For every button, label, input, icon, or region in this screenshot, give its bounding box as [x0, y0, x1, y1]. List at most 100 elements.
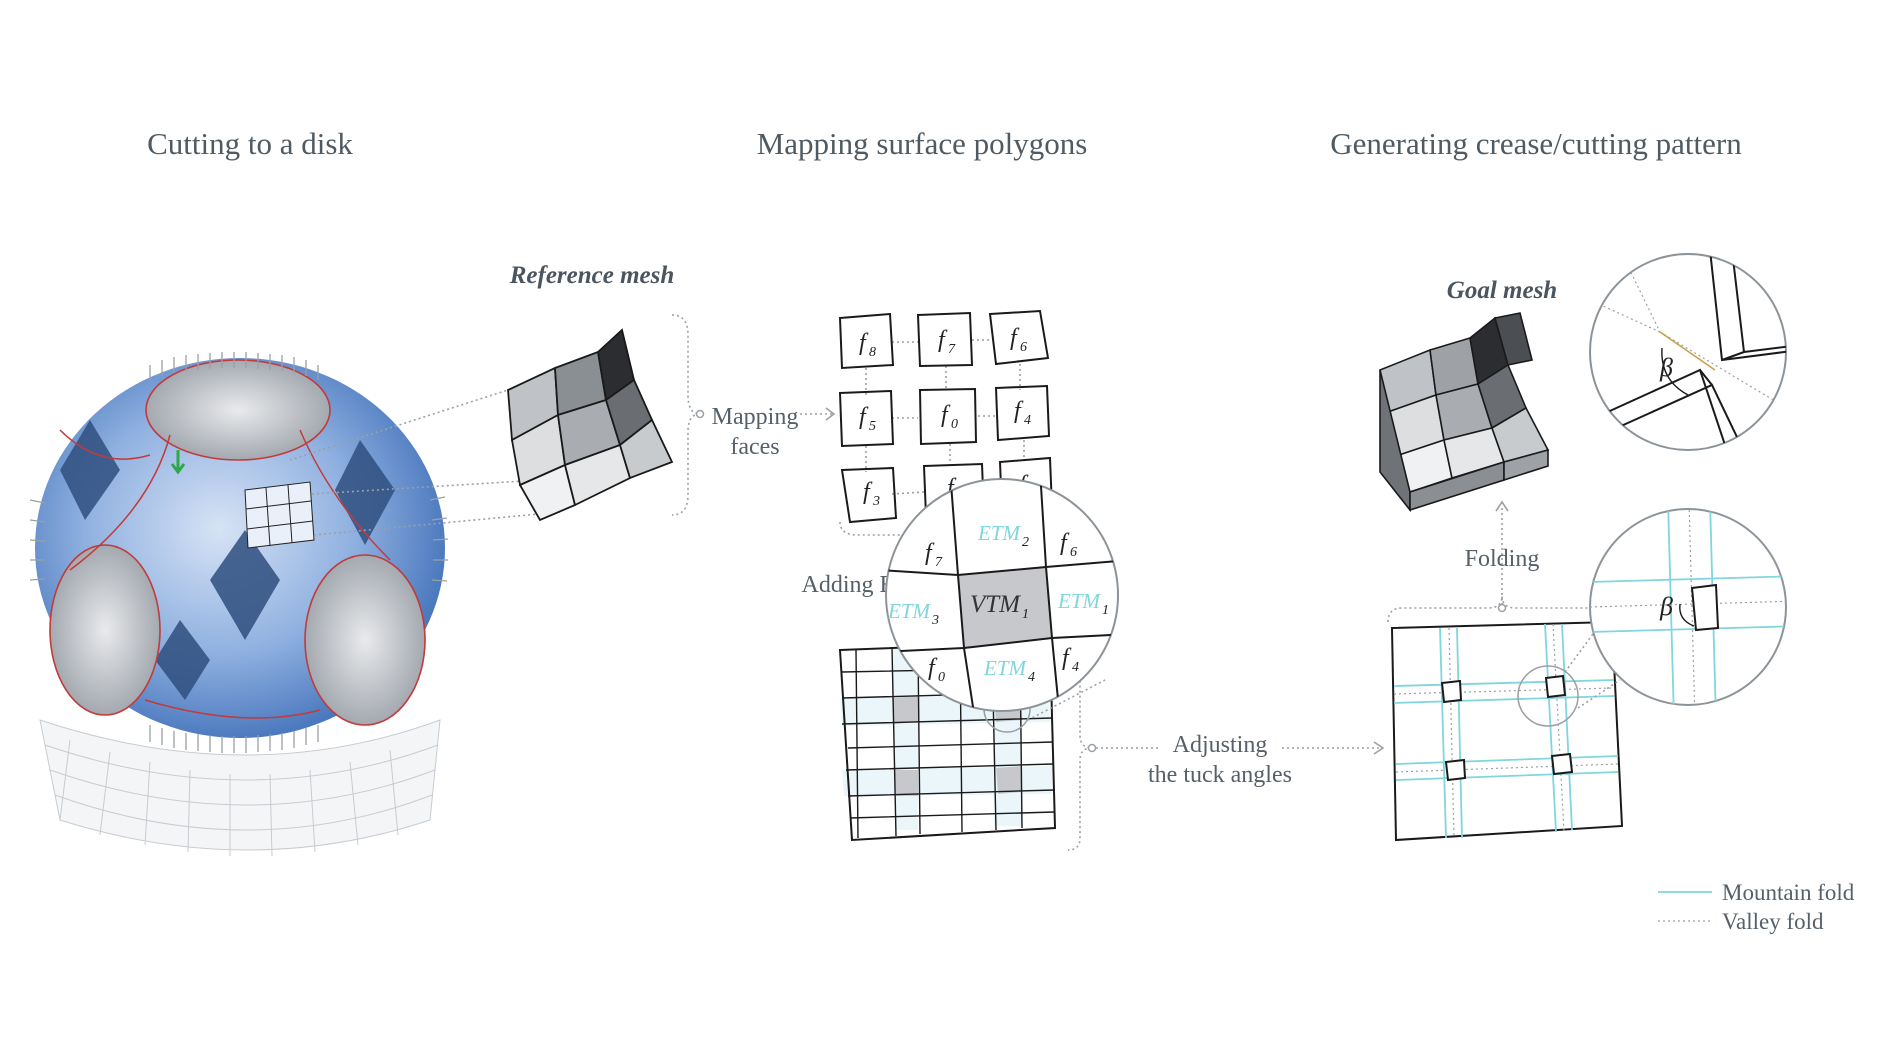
svg-text:f: f — [941, 402, 951, 428]
face-connections — [865, 339, 1025, 495]
top-hole — [145, 359, 331, 461]
folding-arrow-head — [1495, 500, 1509, 512]
svg-text:f: f — [859, 404, 869, 430]
boundary-ticks — [29, 352, 449, 753]
header-generating: Generating crease/cutting pattern — [1330, 126, 1742, 161]
mapping-faces-label-1: Mapping — [712, 404, 799, 430]
reference-mesh-label: Reference mesh — [509, 262, 675, 289]
folding-label: Folding — [1465, 546, 1540, 572]
svg-text:f: f — [1014, 398, 1024, 424]
svg-text:f: f — [938, 327, 948, 353]
svg-text:f: f — [1060, 530, 1070, 556]
goal-mesh — [1379, 312, 1550, 513]
goal-mesh-label: Goal mesh — [1447, 277, 1557, 304]
face-f4 — [994, 384, 1051, 442]
svg-text:ETM: ETM — [1057, 589, 1102, 613]
tm-bracket-dot — [1087, 743, 1097, 753]
svg-text:6: 6 — [1070, 545, 1077, 560]
cp-bracket — [1387, 595, 1617, 623]
adjusting-label-1: Adjusting — [1173, 732, 1268, 758]
legend: Mountain fold Valley fold — [1658, 880, 1855, 934]
beta-label-goal: β — [1659, 353, 1673, 382]
svg-text:f: f — [925, 540, 935, 566]
svg-text:3: 3 — [872, 494, 880, 509]
adjusting-label-2: the tuck angles — [1148, 762, 1292, 788]
crease-outline — [1390, 620, 1624, 842]
svg-text:7: 7 — [948, 342, 956, 357]
legend-mountain-label: Mountain fold — [1722, 880, 1855, 905]
beta-label-crease: β — [1659, 592, 1673, 621]
svg-text:f: f — [928, 655, 938, 681]
right-hole — [304, 554, 426, 726]
svg-text:f: f — [947, 475, 957, 501]
svg-text:f: f — [1010, 325, 1020, 351]
legend-valley-label: Valley fold — [1722, 909, 1824, 934]
crease-zoom-marker — [1517, 665, 1579, 727]
left-hole — [49, 544, 161, 716]
svg-text:2: 2 — [1022, 535, 1029, 550]
svg-text:ETM: ETM — [983, 656, 1028, 680]
face-f5 — [838, 389, 895, 448]
svg-text:0: 0 — [938, 670, 945, 685]
zoom-circle-crease: β — [1589, 508, 1787, 706]
svg-text:6: 6 — [1020, 340, 1027, 355]
svg-text:ETM: ETM — [887, 599, 932, 623]
face-f3 — [840, 466, 898, 524]
face-f6 — [988, 309, 1050, 366]
marker-icon — [170, 450, 186, 475]
face-f0 — [918, 387, 978, 446]
base-grid — [39, 719, 441, 857]
cut-lines — [59, 429, 391, 719]
faces-grid: f8 f7 f6 f5 f0 f4 f3 f2 f1 — [838, 309, 1054, 524]
svg-text:7: 7 — [935, 555, 943, 570]
adjusting-arrow-head — [1373, 741, 1385, 755]
svg-text:4: 4 — [1028, 670, 1035, 685]
face-f8 — [838, 312, 895, 370]
svg-text:1: 1 — [1022, 607, 1029, 622]
patch-grid — [244, 481, 315, 549]
cp-bracket-dot — [1497, 603, 1507, 613]
dark-patches — [60, 420, 395, 700]
svg-text:0: 0 — [951, 417, 958, 432]
svg-text:8: 8 — [869, 345, 876, 360]
crease-pattern — [1390, 569, 1641, 842]
reference-mesh — [507, 328, 674, 522]
surface-model — [29, 352, 449, 857]
svg-text:4: 4 — [1072, 660, 1079, 675]
svg-text:4: 4 — [1024, 413, 1031, 428]
svg-text:f: f — [863, 479, 873, 505]
connector-dot — [695, 409, 705, 419]
svg-text:1: 1 — [1102, 603, 1109, 618]
mountain-folds — [1393, 623, 1619, 839]
reference-bracket — [671, 314, 701, 516]
crease-leader-2 — [1577, 679, 1621, 709]
face-f7 — [916, 311, 974, 368]
header-cutting: Cutting to a disk — [147, 126, 353, 161]
svg-text:f: f — [859, 330, 869, 356]
mapping-faces-label-2: faces — [730, 434, 779, 460]
header-mapping: Mapping surface polygons — [757, 126, 1088, 161]
svg-text:3: 3 — [931, 613, 939, 628]
svg-text:5: 5 — [869, 419, 876, 434]
leader-lines — [289, 389, 561, 536]
mapping-arrow-head — [825, 407, 836, 421]
svg-text:f: f — [1062, 645, 1072, 671]
valley-folds — [1393, 623, 1619, 839]
